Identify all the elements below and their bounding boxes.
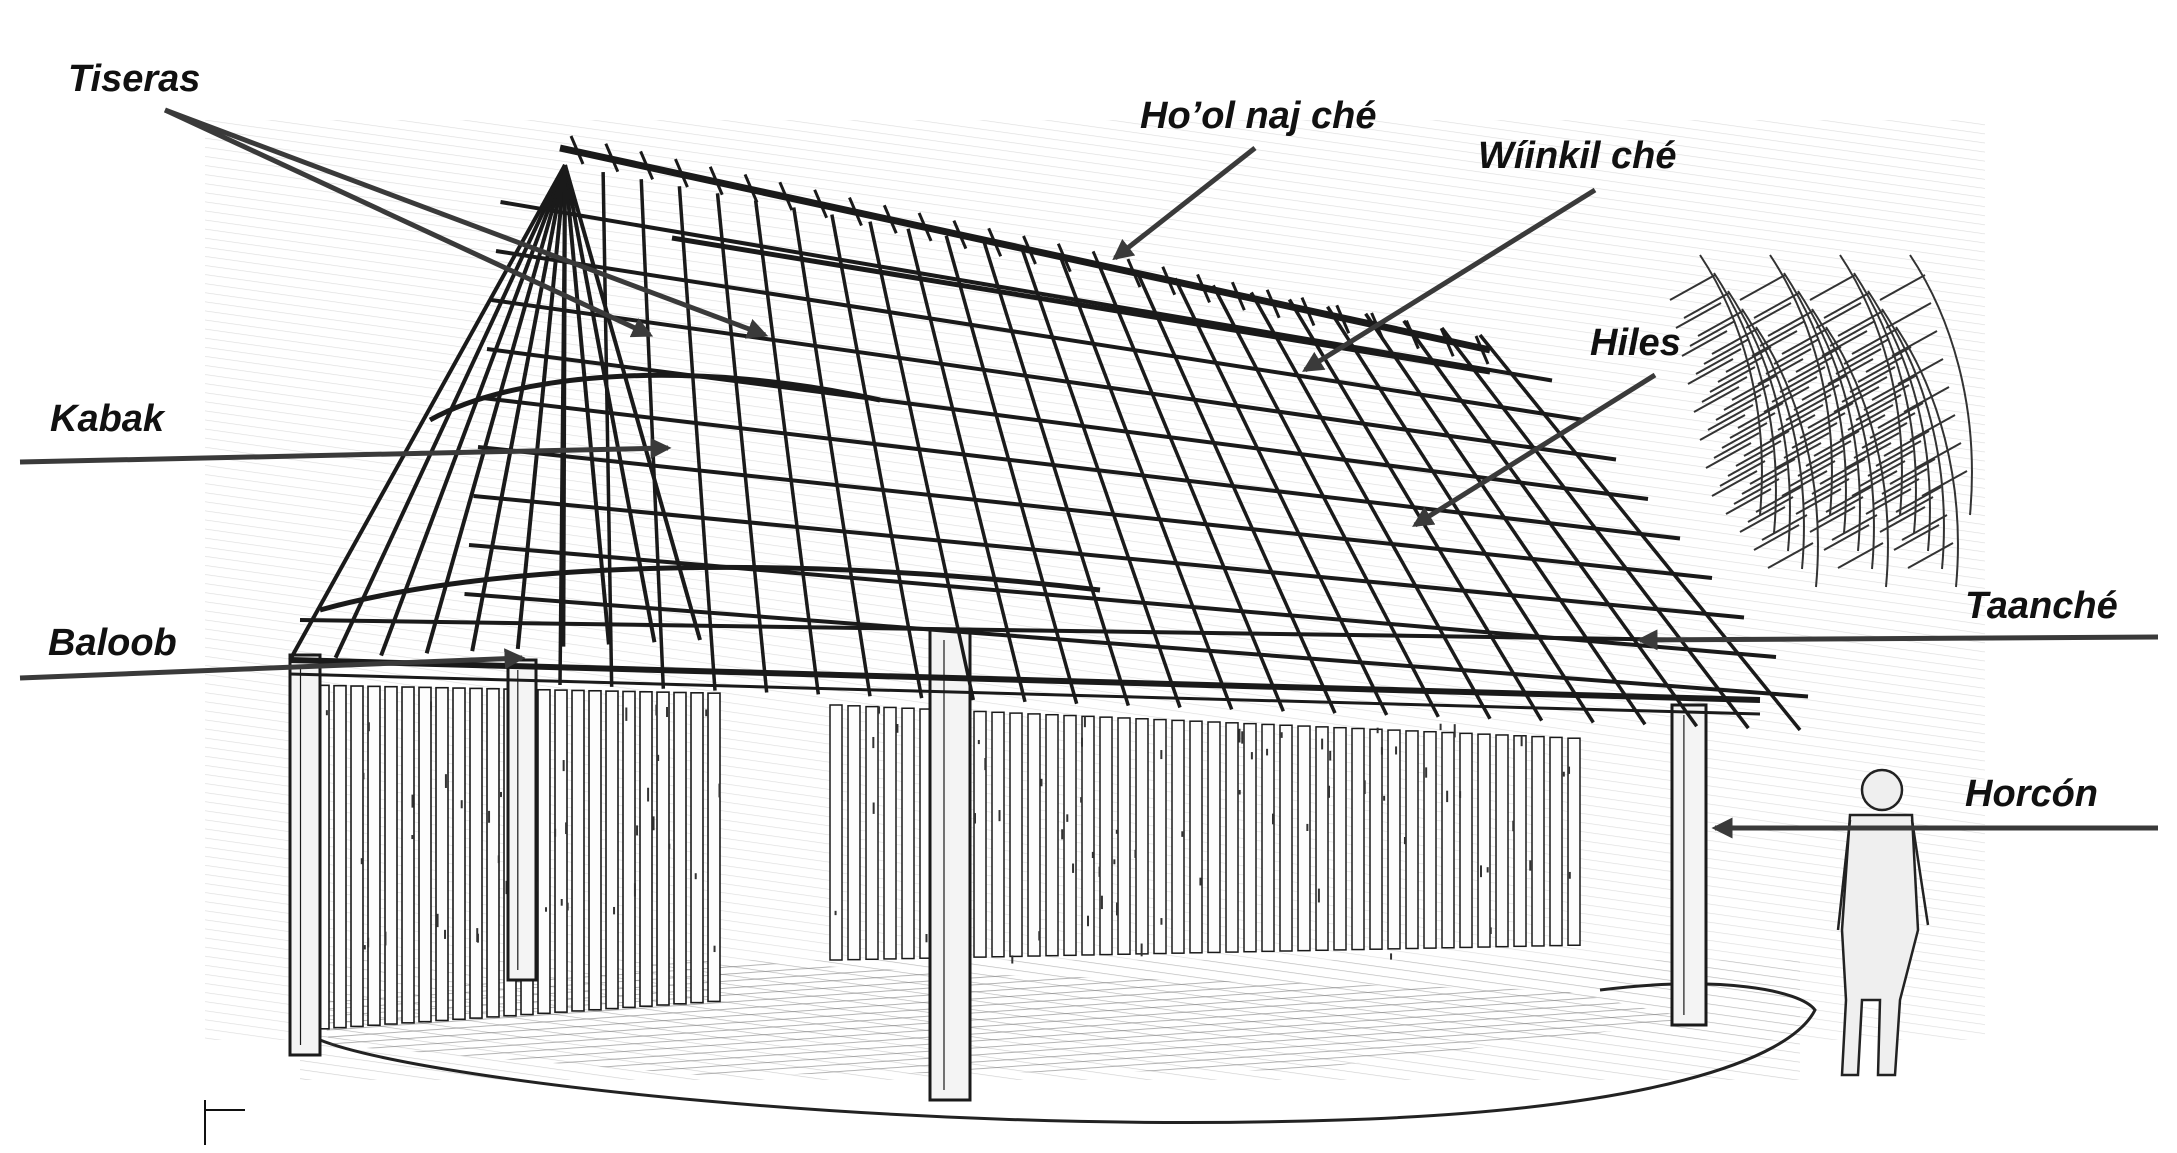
wall-pole (902, 708, 914, 958)
label-taanche: Taanché (1965, 585, 2118, 628)
wall-pole (1496, 735, 1508, 947)
wall-pole (1478, 734, 1490, 947)
wall-pole (1352, 728, 1364, 949)
wall-pole (385, 687, 397, 1024)
wall-pole (1226, 723, 1238, 952)
wall-pole (866, 707, 878, 960)
wall-pole (1370, 729, 1382, 949)
wall-pole (1100, 717, 1112, 954)
wall-pole (1154, 720, 1166, 954)
label-hiles: Hiles (1590, 322, 1681, 365)
post (930, 630, 970, 1100)
wall-pole (606, 691, 618, 1008)
wall-pole (657, 692, 669, 1005)
wall-pole (1460, 733, 1472, 947)
post (1672, 705, 1706, 1025)
post (290, 655, 320, 1055)
wall-pole (1550, 737, 1562, 945)
wall-pole (691, 693, 703, 1003)
wall-pole (1298, 726, 1310, 951)
label-kabak: Kabak (50, 398, 164, 441)
wall-pole (884, 707, 896, 958)
wall-pole (1010, 713, 1022, 956)
wall-pole (1334, 728, 1346, 950)
wall-pole (402, 687, 414, 1023)
wall-pole (640, 692, 652, 1006)
wall-pole (1028, 714, 1040, 956)
wall-pole (1406, 731, 1418, 949)
wall-pole (368, 686, 380, 1025)
wall-pole (830, 705, 842, 960)
wall-pole (436, 688, 448, 1021)
label-wiinkil-che: Wíinkil ché (1478, 135, 1676, 178)
wall-pole (538, 690, 550, 1014)
wall-pole (1424, 732, 1436, 948)
wall-pole (334, 686, 346, 1028)
wall-pole (974, 711, 986, 957)
label-horcon: Horcón (1965, 773, 2098, 816)
wall-pole (708, 693, 720, 1001)
wall-pole (1532, 737, 1544, 946)
wall-pole (1064, 716, 1076, 956)
arrow-taanche (1640, 637, 2158, 640)
wall-pole (1118, 718, 1130, 954)
wall-pole (1262, 724, 1274, 951)
wall-pole (1280, 725, 1292, 951)
wall-pole (351, 686, 363, 1026)
wall-pole (848, 706, 860, 960)
label-tiseras: Tiseras (68, 58, 200, 101)
wall-pole (453, 688, 465, 1019)
wall-pole (1244, 724, 1256, 952)
wall-pole (419, 687, 431, 1021)
wall-pole (1136, 719, 1148, 954)
wall-pole (487, 689, 499, 1017)
label-hool-naj-che: Ho’ol naj ché (1140, 95, 1376, 138)
wall-pole (470, 688, 482, 1018)
wall-pole (1046, 715, 1058, 956)
wall-pole (572, 690, 584, 1011)
wall-pole (623, 691, 635, 1007)
wall-pole (1442, 733, 1454, 948)
wall-pole (1190, 721, 1202, 953)
post (508, 660, 536, 980)
wall-pole (674, 692, 686, 1003)
wall-pole (589, 691, 601, 1010)
label-baloob: Baloob (48, 622, 177, 665)
wall-pole (1316, 727, 1328, 950)
wall-pole (555, 690, 567, 1012)
wall-pole (1388, 730, 1400, 949)
wall-pole (992, 712, 1004, 956)
wall-pole (1208, 722, 1220, 952)
wall-pole (1514, 736, 1526, 947)
corner-mark (205, 1100, 245, 1145)
